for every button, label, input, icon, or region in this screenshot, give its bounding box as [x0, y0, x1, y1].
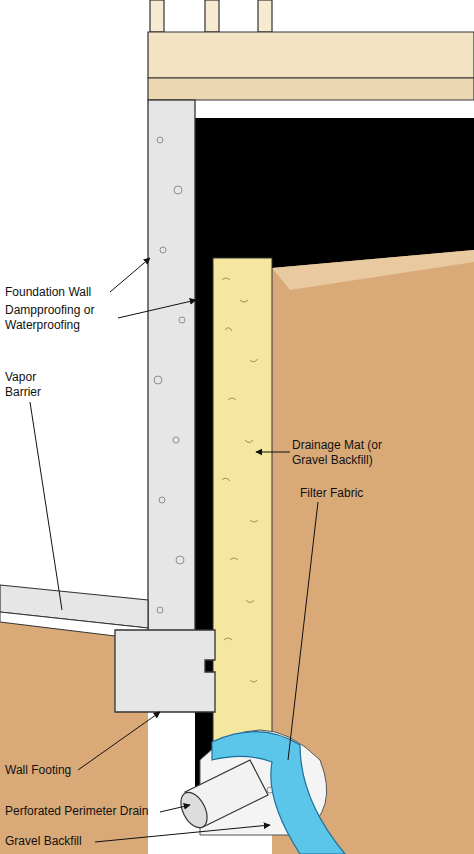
sill-plate — [148, 78, 474, 100]
part-label: Gravel Backfill — [5, 834, 105, 849]
part-label: Vapor Barrier — [5, 370, 55, 400]
part-label: Dampproofing or Waterproofing — [5, 303, 117, 333]
perimeter-drain — [176, 760, 268, 832]
soil-top — [272, 250, 474, 290]
rim-joist — [148, 32, 474, 78]
wall-footing — [115, 630, 215, 712]
part-label: Foundation Wall — [5, 285, 115, 300]
drainage-mat — [213, 258, 272, 758]
floor-joists — [150, 0, 272, 32]
mat-texture — [222, 278, 258, 682]
part-label: Drainage Mat (or Gravel Backfill) — [292, 438, 412, 468]
concrete-texture — [154, 137, 185, 613]
part-label: Filter Fabric — [300, 486, 400, 501]
part-label: Wall Footing — [5, 763, 95, 778]
part-label: Perforated Perimeter Drain — [5, 804, 165, 819]
leader-lines — [30, 258, 318, 842]
foundation-wall — [148, 100, 195, 640]
